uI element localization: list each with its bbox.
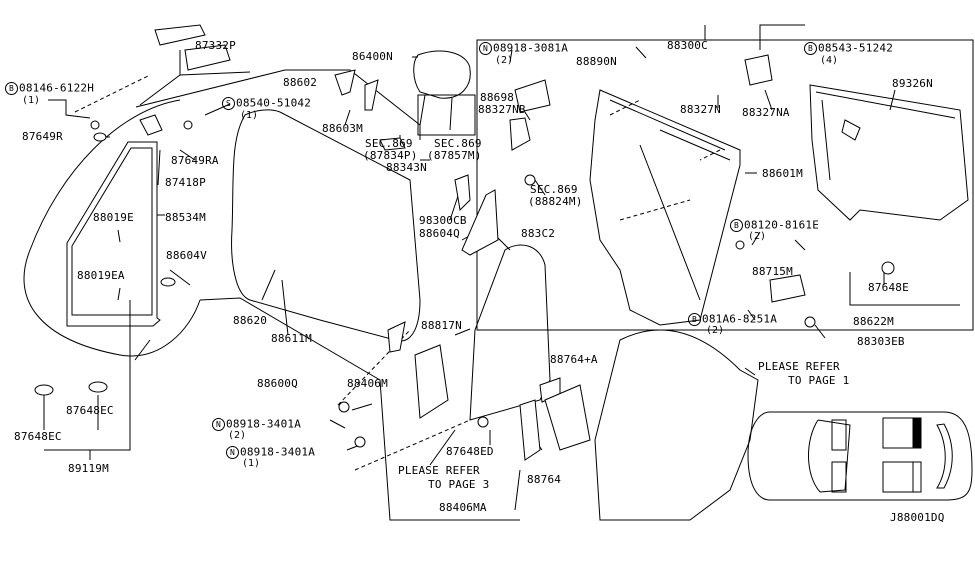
label-87648EC-left: 87648EC bbox=[14, 430, 62, 443]
qty-081A6: (2) bbox=[706, 325, 725, 336]
label-87649RA: 87649RA bbox=[171, 154, 219, 167]
part-number: 08146-6122H bbox=[19, 81, 95, 95]
nut-badge-icon: N bbox=[479, 42, 492, 55]
seat-frame bbox=[589, 89, 741, 326]
label-87648E: 87648E bbox=[868, 281, 909, 294]
highlighted-seat-position bbox=[912, 417, 922, 449]
part-number: 08120-8161E bbox=[744, 218, 820, 232]
label-87648EC-right: 87648EC bbox=[66, 404, 114, 417]
label-88611M: 88611M bbox=[271, 332, 312, 345]
label-88698: 88698 bbox=[480, 91, 515, 104]
label-sec869-88824M-ref: (88824M) bbox=[528, 195, 583, 208]
seatback-cushion bbox=[231, 109, 421, 342]
part-number: 08543-51242 bbox=[818, 41, 894, 55]
qty-08146: (1) bbox=[22, 95, 41, 106]
label-88406M: 88406M bbox=[347, 377, 388, 390]
refer-page3-line1: PLEASE REFER bbox=[398, 464, 480, 477]
label-sec869-87857M: SEC.869 bbox=[434, 137, 482, 150]
qty-08543: (4) bbox=[820, 55, 839, 66]
label-88622M: 88622M bbox=[853, 315, 894, 328]
label-87418P: 87418P bbox=[165, 176, 206, 189]
frame-group-box bbox=[476, 39, 974, 331]
label-88327NB: 88327NB bbox=[478, 103, 526, 116]
label-88620: 88620 bbox=[233, 314, 268, 327]
label-98300CB: 98300CB bbox=[419, 214, 467, 227]
refer-page1-line2: TO PAGE 1 bbox=[788, 374, 850, 387]
qty-08918-3401A-1: (1) bbox=[242, 458, 261, 469]
label-88019EA: 88019EA bbox=[77, 269, 125, 282]
qty-08540: (1) bbox=[240, 110, 259, 121]
label-88327NA: 88327NA bbox=[742, 106, 790, 119]
bolt-badge-icon: B bbox=[730, 219, 743, 232]
bolt-badge-icon: B bbox=[688, 313, 701, 326]
label-sec869-87834P-ref: (87834P) bbox=[363, 149, 418, 162]
label-87332P: 87332P bbox=[195, 39, 236, 52]
label-88603M: 88603M bbox=[322, 122, 363, 135]
label-89119M: 89119M bbox=[68, 462, 109, 475]
nut-badge-icon: N bbox=[226, 446, 239, 459]
label-sec869-88824M: SEC.869 bbox=[530, 183, 578, 196]
refer-page1-line1: PLEASE REFER bbox=[758, 360, 840, 373]
vehicle-location-diagram bbox=[747, 411, 973, 501]
back-panel-inner bbox=[815, 91, 956, 181]
nut-badge-icon: N bbox=[212, 418, 225, 431]
part-number: 08918-3401A bbox=[226, 417, 302, 431]
part-number: 08918-3401A bbox=[240, 445, 316, 459]
back-panel bbox=[809, 84, 969, 221]
bolt-badge-icon: B bbox=[804, 42, 817, 55]
qty-08918-3081A: (2) bbox=[495, 55, 514, 66]
screw-badge-icon: S bbox=[222, 97, 235, 110]
label-88604V: 88604V bbox=[166, 249, 207, 262]
label-88817N: 88817N bbox=[421, 319, 462, 332]
part-number: 081A6-8251A bbox=[702, 312, 778, 326]
label-sec869-87834P: SEC.869 bbox=[365, 137, 413, 150]
qty-08918-3401A-2: (2) bbox=[228, 430, 247, 441]
label-88303EB: 88303EB bbox=[857, 335, 905, 348]
part-number: 08918-3081A bbox=[493, 41, 569, 55]
label-88406MA: 88406MA bbox=[439, 501, 487, 514]
label-88604Q: 88604Q bbox=[419, 227, 460, 240]
headrest-shape bbox=[413, 50, 471, 131]
label-88019E: 88019E bbox=[93, 211, 134, 224]
figure-id: J88001DQ bbox=[890, 511, 945, 524]
label-883C2: 883C2 bbox=[521, 227, 556, 240]
label-88601M: 88601M bbox=[762, 167, 803, 180]
label-88890N: 88890N bbox=[576, 55, 617, 68]
label-87648ED: 87648ED bbox=[446, 445, 494, 458]
label-88343N: 88343N bbox=[386, 161, 427, 174]
qty-08120: (2) bbox=[748, 231, 767, 242]
label-89326N: 89326N bbox=[892, 77, 933, 90]
headrest-box bbox=[417, 94, 476, 136]
seatback-bound bbox=[135, 69, 520, 521]
label-88534M: 88534M bbox=[165, 211, 206, 224]
referenced-seat-outline bbox=[594, 329, 759, 521]
label-88600Q: 88600Q bbox=[257, 377, 298, 390]
seat-cushion bbox=[469, 244, 551, 421]
label-87649R: 87649R bbox=[22, 130, 63, 143]
label-88715M: 88715M bbox=[752, 265, 793, 278]
label-88327N: 88327N bbox=[680, 103, 721, 116]
label-86400N: 86400N bbox=[352, 50, 393, 63]
label-88764: 88764 bbox=[527, 473, 562, 486]
part-number: 08540-51042 bbox=[236, 96, 312, 110]
side-trim-inner-box bbox=[66, 141, 161, 327]
bolt-badge-icon: B bbox=[5, 82, 18, 95]
label-88764-A: 88764+A bbox=[550, 353, 598, 366]
refer-page3-line2: TO PAGE 3 bbox=[428, 478, 490, 491]
label-88300C: 88300C bbox=[667, 39, 708, 52]
side-trim-panel bbox=[23, 71, 251, 361]
label-sec869-87857M-ref: (87857M) bbox=[427, 149, 482, 162]
label-88602: 88602 bbox=[283, 76, 318, 89]
